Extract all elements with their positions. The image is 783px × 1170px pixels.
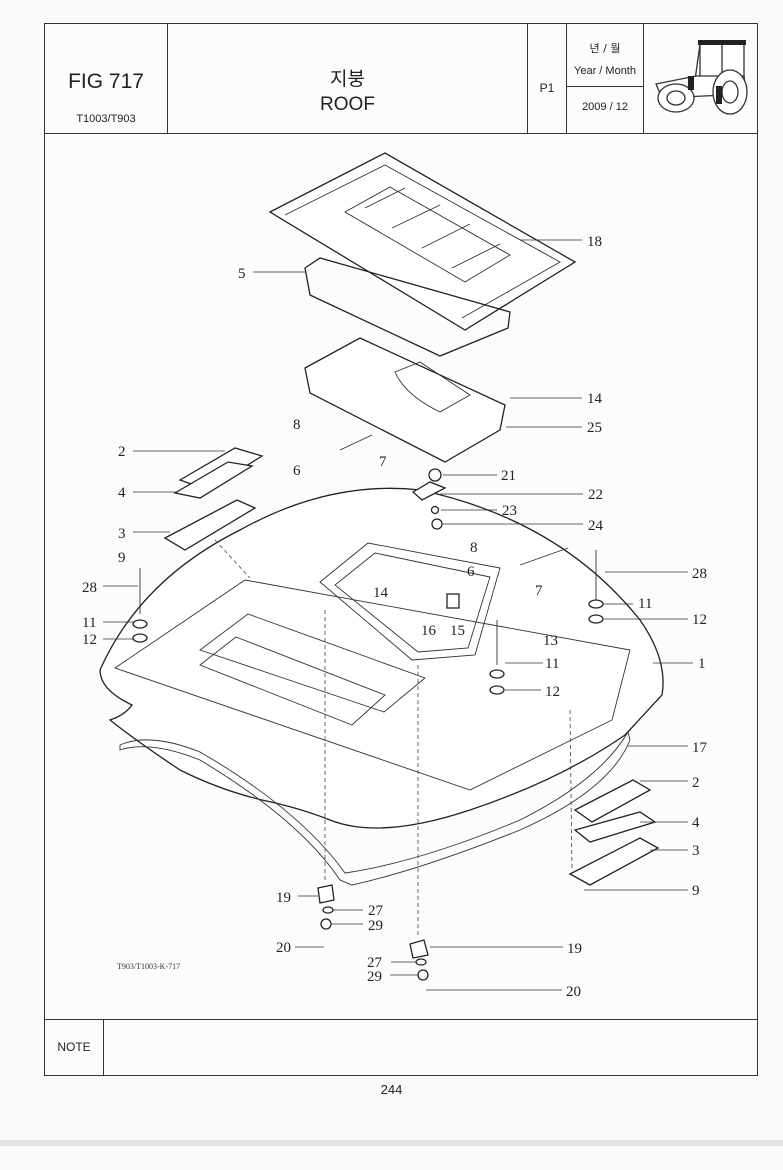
callout-29: 29 bbox=[368, 918, 383, 934]
title-korean: 지붕 bbox=[330, 68, 365, 90]
callout-17: 17 bbox=[692, 740, 708, 756]
callout-labels: 18 5 14 25 8 7 6 2 21 4 22 23 3 24 8 9 6… bbox=[82, 234, 708, 1000]
callout-16: 16 bbox=[421, 623, 437, 639]
callout-8: 8 bbox=[470, 540, 478, 556]
callout-6: 6 bbox=[293, 463, 301, 479]
callout-2: 2 bbox=[118, 444, 126, 460]
note-box: NOTE bbox=[45, 1019, 757, 1075]
callout-23: 23 bbox=[502, 503, 517, 519]
callout-4: 4 bbox=[118, 485, 126, 501]
callout-28: 28 bbox=[82, 580, 97, 596]
callout-15: 15 bbox=[450, 623, 465, 639]
date-divider bbox=[567, 86, 643, 87]
year-month-english: Year / Month bbox=[574, 65, 636, 77]
hardware-parts bbox=[132, 434, 604, 981]
year-month-korean: 년 / 월 bbox=[589, 42, 621, 55]
roof-seal-part bbox=[304, 257, 511, 357]
page-number: 244 bbox=[380, 1082, 403, 1097]
page-code: P1 bbox=[539, 81, 555, 95]
date-cell: 년 / 월 Year / Month 2009 / 12 bbox=[567, 24, 644, 133]
hatch-frame-part bbox=[304, 337, 506, 463]
roof-body-part bbox=[99, 487, 664, 829]
callout-7: 7 bbox=[379, 454, 387, 470]
callout-27: 27 bbox=[368, 903, 384, 919]
callout-25: 25 bbox=[587, 420, 602, 436]
leader-lines bbox=[103, 239, 693, 991]
filter-set-lower bbox=[568, 779, 660, 886]
roof-panel-part bbox=[268, 152, 577, 331]
note-label-cell: NOTE bbox=[45, 1020, 104, 1075]
callout-13: 13 bbox=[543, 633, 558, 649]
callout-12: 12 bbox=[545, 684, 560, 700]
callout-6: 6 bbox=[467, 564, 475, 580]
callout-19: 19 bbox=[567, 941, 582, 957]
callout-14: 14 bbox=[373, 585, 389, 601]
assembly-lines bbox=[214, 539, 573, 938]
callout-28: 28 bbox=[692, 566, 707, 582]
callout-11: 11 bbox=[82, 615, 96, 631]
tractor-icon bbox=[655, 40, 748, 115]
callout-3: 3 bbox=[692, 843, 700, 859]
drawing-reference-code: T903/T1003-K-717 bbox=[117, 962, 180, 971]
callout-18: 18 bbox=[587, 234, 602, 250]
lower-seal-part bbox=[119, 730, 631, 886]
callout-24: 24 bbox=[588, 518, 604, 534]
year-month-value: 2009 / 12 bbox=[582, 101, 628, 113]
callout-3: 3 bbox=[118, 526, 126, 542]
callout-29: 29 bbox=[367, 969, 382, 985]
callout-2: 2 bbox=[692, 775, 700, 791]
callout-9: 9 bbox=[692, 883, 700, 899]
callout-21: 21 bbox=[501, 468, 516, 484]
filter-set-upper bbox=[163, 447, 264, 551]
title-english: ROOF bbox=[320, 94, 375, 115]
logo-cell bbox=[644, 24, 757, 133]
callout-20: 20 bbox=[276, 940, 291, 956]
callout-5: 5 bbox=[238, 266, 246, 282]
figure-label: FIG 717 bbox=[68, 70, 144, 93]
callout-20: 20 bbox=[566, 984, 581, 1000]
callout-7: 7 bbox=[535, 583, 543, 599]
page-code-cell: P1 bbox=[528, 24, 567, 133]
callout-8: 8 bbox=[293, 417, 301, 433]
model-label: T1003/T903 bbox=[76, 113, 136, 125]
callout-1: 1 bbox=[698, 656, 706, 672]
callout-11: 11 bbox=[545, 656, 559, 672]
title-block: FIG 717 T1003/T903 지붕 ROOF P1 년 / 월 Year… bbox=[45, 24, 757, 134]
callout-14: 14 bbox=[587, 391, 603, 407]
title-cell: 지붕 ROOF bbox=[168, 24, 528, 133]
callout-4: 4 bbox=[692, 815, 700, 831]
callout-19: 19 bbox=[276, 890, 291, 906]
callout-27: 27 bbox=[367, 955, 383, 971]
callout-22: 22 bbox=[588, 487, 603, 503]
scan-edge bbox=[0, 1140, 783, 1146]
figure-cell: FIG 717 T1003/T903 bbox=[45, 24, 168, 133]
note-label: NOTE bbox=[57, 1040, 91, 1054]
callout-9: 9 bbox=[118, 550, 126, 566]
callout-12: 12 bbox=[82, 632, 97, 648]
exploded-view-diagram: 18 5 14 25 8 7 6 2 21 4 22 23 3 24 8 9 6… bbox=[82, 152, 708, 1000]
callout-12: 12 bbox=[692, 612, 707, 628]
callout-11: 11 bbox=[638, 596, 652, 612]
